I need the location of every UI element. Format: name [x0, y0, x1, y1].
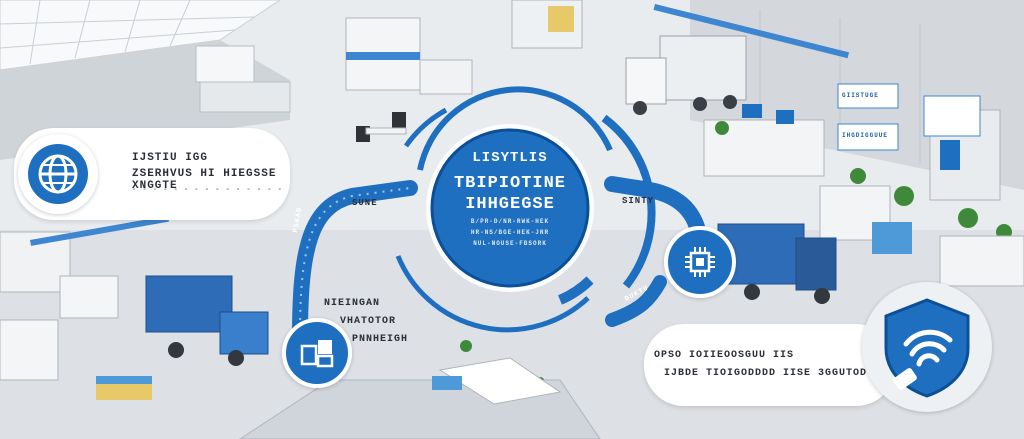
lower-block-line-2: VHATOTOR — [340, 316, 397, 327]
left-card-line-2: ZSERHVUS HI HIEGSSE XNGGTE — [132, 168, 277, 192]
globe-icon — [18, 134, 98, 214]
right-info-card: OPSO IOIIEOOSGUU IIS IJBDE TIOIGODDDD II… — [644, 324, 896, 406]
hub-fine-1: B/PR-D/NR-RWK-HEK — [470, 218, 550, 225]
hub-line-2: TBIPIOTINE — [453, 174, 567, 193]
hub-line-1: LISYTLIS — [472, 150, 548, 166]
right-card-disc — [862, 282, 992, 412]
lower-block-line-1: NIEINGAN — [324, 298, 381, 309]
hub-fine-3: NUL-NOUSE-FBSORK — [473, 240, 547, 247]
right-card-line-2: IJBDE TIOIGODDDD IISE 3GGUTOD — [664, 368, 868, 379]
arc-label-top-right: SINTY — [622, 196, 655, 206]
right-card-line-1: OPSO IOIIEOOSGUU IIS — [654, 350, 795, 361]
left-card-line-1: IJSTIU IGG — [132, 152, 209, 164]
arc-label-top-left: SUNE — [352, 198, 378, 208]
lower-left-node — [282, 318, 352, 388]
hub-title: LISYTLIS TBIPIOTINE IHHGEGSE B/PR-D/NR-R… — [430, 150, 590, 247]
hub-fine-2: HR-NS/BGE-HEK-JNR — [470, 229, 550, 236]
left-info-card: IJSTIU IGG ZSERHVUS HI HIEGSSE XNGGTE - … — [14, 128, 290, 220]
left-card-line-3: - - - - - - - - - - - - - - - — [132, 186, 283, 194]
chip-icon — [668, 230, 732, 294]
right-mid-node — [664, 226, 736, 298]
boxes-icon — [286, 322, 348, 384]
sign-2: IHGDIGGUUE — [842, 132, 889, 139]
sign-1: GIISTUGE — [842, 92, 879, 99]
left-card-disc — [18, 134, 98, 214]
lower-block-line-3: PNNHEIGH — [352, 334, 409, 345]
hub-line-3: IHHGEGSE — [465, 195, 555, 214]
wifi-icon — [862, 282, 992, 412]
